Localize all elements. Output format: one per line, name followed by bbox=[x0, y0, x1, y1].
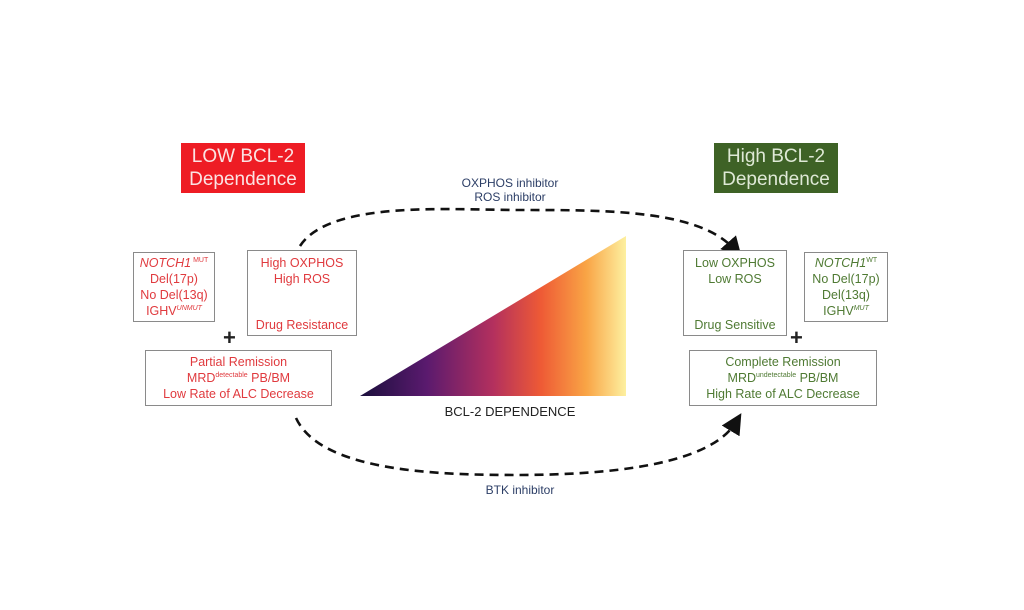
bcl2-dependence-label: BCL-2 DEPENDENCE bbox=[444, 404, 576, 419]
drug-resistance-line: Drug Resistance bbox=[255, 318, 349, 332]
high-bcl2-dependence-header: High BCL-2 Dependence bbox=[714, 143, 838, 193]
notch1-line: NOTCH1WT bbox=[805, 255, 887, 271]
ighv-sup: UNMUT bbox=[176, 305, 202, 312]
header-line: Dependence bbox=[722, 169, 830, 190]
notch1-sup: MUT bbox=[191, 257, 209, 264]
high-genetics-box: NOTCH1WT No Del(17p) Del(13q) IGHVMUT bbox=[804, 252, 888, 322]
notch1-line: NOTCH1 MUT bbox=[134, 255, 214, 271]
ros-line: High ROS bbox=[273, 272, 331, 286]
right-plus-sign: + bbox=[790, 325, 803, 350]
btk-inhibitor-label: BTK inhibitor bbox=[485, 483, 555, 497]
low-metabolism-box: High OXPHOS High ROS Drug Resistance bbox=[247, 250, 357, 336]
mrd-text: MRD bbox=[186, 371, 216, 385]
mrd-line: MRDdetectable PB/BM bbox=[146, 370, 331, 386]
alc-line: High Rate of ALC Decrease bbox=[706, 387, 860, 401]
alc-line: Low Rate of ALC Decrease bbox=[163, 387, 314, 401]
low-genetics-box: NOTCH1 MUT Del(17p) No Del(13q) IGHVUNMU… bbox=[133, 252, 215, 322]
notch1-text: NOTCH1 bbox=[814, 256, 867, 270]
low-response-box: Partial Remission MRDdetectable PB/BM Lo… bbox=[145, 350, 332, 406]
ighv-line: IGHVUNMUT bbox=[134, 303, 214, 319]
mrd-line: MRDundetectable PB/BM bbox=[690, 370, 876, 386]
ighv-text: IGHV bbox=[146, 304, 177, 318]
high-response-box: Complete Remission MRDundetectable PB/BM… bbox=[689, 350, 877, 406]
mrd-sup: detectable bbox=[215, 372, 248, 379]
notch1-sup: WT bbox=[866, 257, 878, 264]
top-arrow-label: OXPHOS inhibitor ROS inhibitor bbox=[410, 176, 610, 204]
header-line: Dependence bbox=[189, 169, 297, 190]
left-plus-sign: + bbox=[223, 325, 236, 350]
oxphos-line: Low OXPHOS bbox=[695, 256, 775, 270]
oxphos-inhibitor-label: OXPHOS inhibitor bbox=[461, 176, 559, 190]
top-dashed-arrow bbox=[298, 207, 742, 258]
del17p-line: No Del(17p) bbox=[812, 272, 880, 286]
low-bcl2-dependence-header: LOW BCL-2 Dependence bbox=[181, 143, 305, 193]
arrow-spacer bbox=[248, 287, 356, 317]
remission-line: Partial Remission bbox=[189, 355, 288, 369]
ighv-sup: MUT bbox=[853, 305, 869, 312]
del13q-line: No Del(13q) bbox=[140, 288, 208, 302]
header-line: LOW BCL-2 bbox=[191, 146, 295, 167]
remission-line: Complete Remission bbox=[725, 355, 841, 369]
del17p-line: Del(17p) bbox=[150, 272, 198, 286]
drug-sensitive-line: Drug Sensitive bbox=[694, 318, 776, 332]
high-metabolism-box: Low OXPHOS Low ROS Drug Sensitive bbox=[683, 250, 787, 336]
pbbm-text: PB/BM bbox=[247, 371, 291, 385]
arrow-spacer bbox=[684, 287, 786, 317]
notch1-text: NOTCH1 bbox=[139, 256, 192, 270]
ros-line: Low ROS bbox=[708, 272, 762, 286]
ighv-text: IGHV bbox=[823, 304, 854, 318]
bcl2-dependence-gradient-triangle bbox=[360, 236, 626, 396]
mrd-sup: undetectable bbox=[756, 372, 797, 379]
mrd-text: MRD bbox=[727, 371, 756, 385]
ighv-line: IGHVMUT bbox=[805, 303, 887, 319]
bottom-dashed-arrow bbox=[294, 413, 742, 477]
oxphos-line: High OXPHOS bbox=[260, 256, 344, 270]
header-line: High BCL-2 bbox=[726, 146, 826, 167]
del13q-line: Del(13q) bbox=[822, 288, 870, 302]
pbbm-text: PB/BM bbox=[796, 371, 839, 385]
ros-inhibitor-label: ROS inhibitor bbox=[474, 190, 546, 204]
